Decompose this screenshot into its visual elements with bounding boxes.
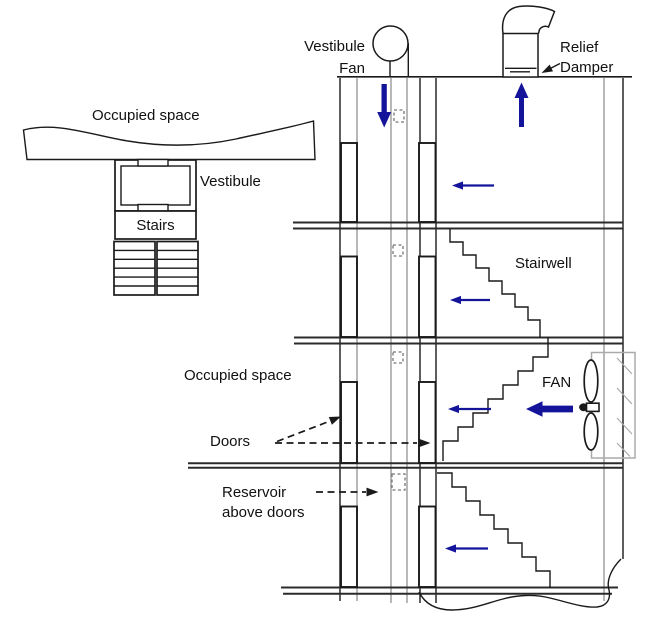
airflow-arrow-left (452, 181, 494, 190)
stair-flights (437, 229, 551, 588)
fan-label: FAN (542, 374, 572, 391)
door (340, 505, 358, 588)
airflow-arrow-left (448, 404, 491, 414)
door (418, 142, 437, 223)
relief-damper-label-line2: Damper (560, 59, 614, 76)
stair-flight (442, 337, 549, 461)
stair-doors (340, 142, 437, 588)
reservoir-label-line2: above doors (222, 504, 305, 521)
plan-view (22, 120, 316, 296)
vestibule-plan-label: Vestibule (200, 173, 261, 190)
occupied-space-band (22, 120, 316, 161)
door (418, 255, 437, 338)
vestibule-door-top (137, 158, 169, 167)
stair-flight (437, 472, 551, 588)
duct-vent (393, 109, 405, 123)
door (340, 381, 358, 464)
occupied-space-elevation-label: Occupied space (184, 367, 292, 384)
fan-airflow-arrow-left (526, 401, 573, 417)
airflow-arrow-down (377, 84, 392, 128)
duct-vents (391, 109, 406, 491)
vestibule-fan-icon (372, 25, 409, 77)
stair-flight (449, 229, 541, 338)
door (418, 505, 437, 588)
stairs-plan-box (114, 210, 197, 240)
vestibule-fan-label: Vestibule Fan (278, 36, 365, 80)
relief-damper-icon (501, 5, 556, 78)
reservoir-label-line1: Reservoir (222, 484, 287, 501)
airflow-arrow-left (445, 544, 488, 553)
door (418, 381, 437, 464)
airflow-arrow-left (450, 295, 490, 305)
occupied-space-plan-label: Occupied space (92, 107, 200, 124)
break-line (418, 558, 622, 611)
doors-label: Doors (210, 433, 251, 450)
doors-pointer-arrows (275, 416, 431, 448)
reservoir-label: Reservoir above doors (222, 483, 305, 523)
stairwell-label: Stairwell (515, 255, 572, 272)
vestibule-plan-inner (120, 165, 191, 206)
damper-pointer-arrow (541, 62, 561, 73)
vestibule-fan-label-line1: Vestibule (304, 38, 365, 55)
reservoir-pointer-arrow (316, 487, 379, 497)
relief-damper-label: Relief Damper (560, 38, 613, 78)
door (340, 255, 358, 338)
vestibule-door-bottom (137, 203, 169, 212)
stair-treads (113, 240, 199, 296)
door (340, 142, 358, 223)
elevation-walls (337, 75, 632, 603)
relief-damper-label-line1: Relief (560, 39, 599, 56)
stairs-plan-label: Stairs (136, 217, 175, 234)
airflow-arrow-up (514, 82, 529, 127)
reservoir-vent (391, 473, 406, 491)
airflow-arrows (377, 82, 573, 553)
vestibule-fan-label-line2: Fan (339, 60, 365, 77)
duct-vent (392, 351, 404, 364)
fan-propeller-icon (579, 359, 600, 451)
duct-vent (392, 244, 404, 257)
